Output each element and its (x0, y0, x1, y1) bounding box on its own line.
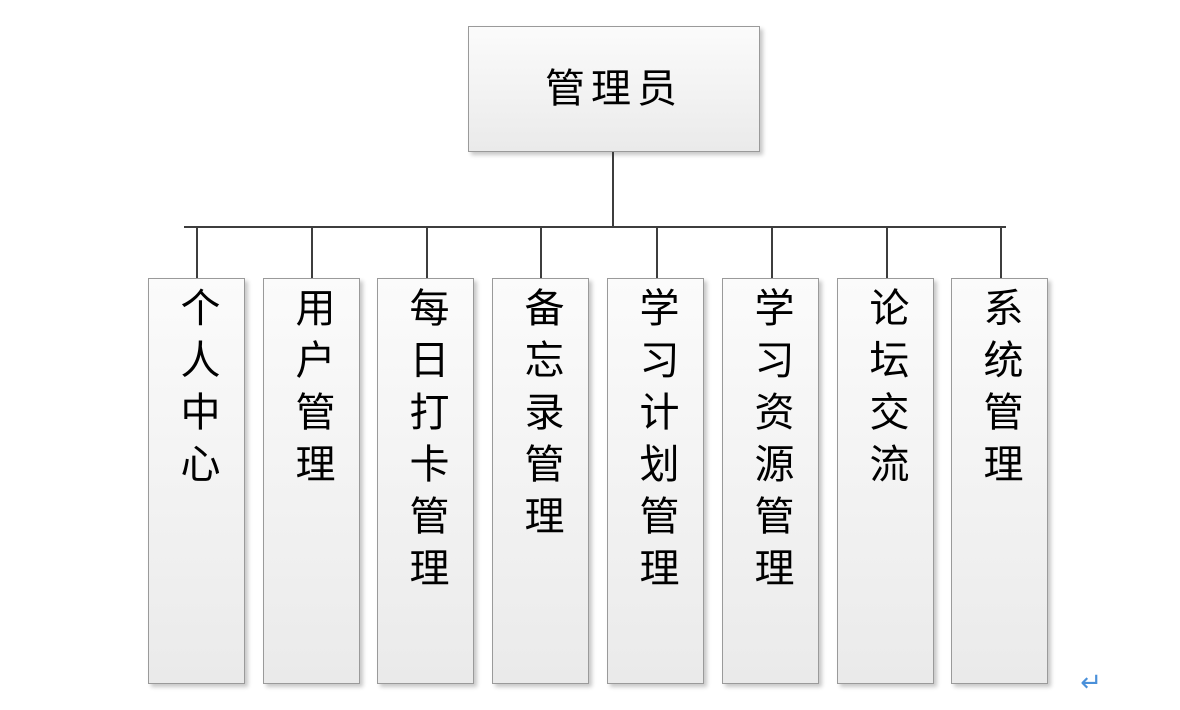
node-child-6-label: 学习资源管理 (748, 287, 794, 599)
node-child-3-label: 每日打卡管理 (403, 287, 449, 599)
node-root[interactable]: 管理员 (468, 26, 760, 152)
node-child-5-label: 学习计划管理 (633, 287, 679, 599)
connector-bus (184, 226, 1006, 228)
connector-drop-5 (656, 226, 658, 278)
node-child-2-label: 用户管理 (289, 287, 335, 495)
connector-drop-2 (311, 226, 313, 278)
node-child-6[interactable]: 学习资源管理 (722, 278, 819, 684)
node-root-label: 管理员 (545, 66, 683, 111)
connector-drop-4 (540, 226, 542, 278)
node-child-1-label: 个人中心 (174, 287, 220, 495)
connector-drop-6 (771, 226, 773, 278)
node-child-5[interactable]: 学习计划管理 (607, 278, 704, 684)
node-child-3[interactable]: 每日打卡管理 (377, 278, 474, 684)
node-child-4[interactable]: 备忘录管理 (492, 278, 589, 684)
node-child-7-label: 论坛交流 (863, 287, 909, 495)
node-child-1[interactable]: 个人中心 (148, 278, 245, 684)
node-child-4-label: 备忘录管理 (518, 287, 564, 547)
connector-drop-3 (426, 226, 428, 278)
connector-drop-8 (1000, 226, 1002, 278)
node-child-7[interactable]: 论坛交流 (837, 278, 934, 684)
connector-drop-1 (196, 226, 198, 278)
node-child-8[interactable]: 系统管理 (951, 278, 1048, 684)
connector-root-stem (612, 152, 614, 226)
paragraph-return-icon: ↵ (1080, 668, 1102, 698)
node-child-2[interactable]: 用户管理 (263, 278, 360, 684)
connector-drop-7 (886, 226, 888, 278)
node-child-8-label: 系统管理 (977, 287, 1023, 495)
